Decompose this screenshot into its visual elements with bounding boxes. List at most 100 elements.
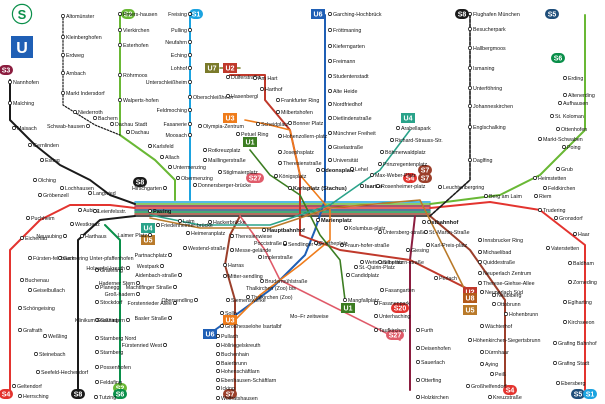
- station-isartor[interactable]: Isartor: [360, 184, 383, 190]
- station-mangfallplatz[interactable]: Mangfallplatz: [343, 298, 380, 304]
- station-partnachplatz[interactable]: Partnachplatz: [135, 253, 172, 259]
- station-ottobrunn[interactable]: Ottobrunn: [492, 302, 521, 308]
- station-markt-indersdorf[interactable]: Markt Indersdorf: [61, 91, 105, 97]
- station-st-koloman[interactable]: St. Koloman: [550, 114, 584, 120]
- station-westendstr[interactable]: Westend-straße: [183, 246, 226, 252]
- station-arnbach[interactable]: Arnbach: [61, 71, 86, 77]
- station-implerstr[interactable]: Implerstraße: [258, 255, 293, 261]
- station-grossfeldenhof[interactable]: Großhelfendorf: [466, 384, 507, 390]
- station-kieferngarten[interactable]: Kieferngarten: [328, 44, 365, 50]
- station-sauerlach[interactable]: Sauerlach: [416, 360, 445, 366]
- station-freising[interactable]: Freising: [168, 12, 192, 18]
- station-stockdorf[interactable]: Stockdorf: [95, 300, 123, 306]
- station-pulling[interactable]: Pulling: [171, 28, 192, 34]
- station-hohenbrunn[interactable]: Hohenbrunn: [504, 312, 538, 318]
- station-holzkirchen[interactable]: Holzkirchen: [416, 395, 449, 401]
- station-allach[interactable]: Allach: [160, 155, 179, 161]
- station-roehrmoos[interactable]: Röhrmoos: [118, 73, 148, 79]
- station-hauptbahnhof[interactable]: Hauptbahnhof: [262, 228, 305, 234]
- station-malching[interactable]: Malching: [8, 101, 34, 107]
- station-poing[interactable]: Poing: [562, 145, 581, 151]
- station-westkreuz[interactable]: Westkreuz: [70, 222, 100, 228]
- station-langwied[interactable]: Langwied: [88, 191, 116, 197]
- station-vaterstetten[interactable]: Vaterstetten: [546, 246, 579, 252]
- station-giselastr[interactable]: Giselastraße: [328, 145, 363, 151]
- station-mittersendling[interactable]: Mitter-sendling: [223, 274, 263, 280]
- station-kleinberghofen[interactable]: Kleinberghofen: [61, 35, 102, 41]
- station-st-martin[interactable]: St.-Martin-Straße: [424, 230, 470, 236]
- station-hackerbruecke[interactable]: Hackerbrücke: [208, 220, 246, 226]
- station-neufahrn[interactable]: Neufahrn: [165, 40, 192, 46]
- station-perlach[interactable]: Perlach: [434, 276, 457, 282]
- station-hirschgarten[interactable]: Hirschgarten: [132, 186, 167, 192]
- station-seefeld[interactable]: Seefeld-Hechendorf: [36, 370, 89, 376]
- station-wessling[interactable]: Weßling: [43, 334, 67, 340]
- station-koenigsplatz[interactable]: Königsplatz: [274, 174, 307, 180]
- station-studentenstadt[interactable]: Studentenstadt: [328, 74, 369, 80]
- station-deisenhofen[interactable]: Deisenhofen: [416, 346, 451, 352]
- station-giesing[interactable]: Giesing: [406, 248, 429, 254]
- station-theresienstr[interactable]: Theresienstraße: [278, 161, 322, 167]
- station-dietlindenstr[interactable]: Dietlindenstraße: [328, 116, 372, 122]
- station-geltendorf[interactable]: Geltendorf: [12, 384, 42, 390]
- station-leienfelsstr[interactable]: Leienfelsstr.: [93, 209, 126, 215]
- station-puchheim[interactable]: Puchheim: [26, 216, 55, 222]
- station-furth[interactable]: Furth: [416, 328, 433, 334]
- station-moosach[interactable]: Moosach: [166, 133, 192, 139]
- station-fasanenpark[interactable]: Fasanenpark: [374, 301, 410, 307]
- station-pasing[interactable]: Pasing: [148, 209, 172, 215]
- station-michaelibad[interactable]: Michaelibad: [478, 250, 511, 256]
- station-wolfratshausen[interactable]: Wolfratshausen: [216, 396, 258, 402]
- station-kolumbusplatz[interactable]: Kolumbus-platz: [344, 226, 386, 232]
- station-hohenzollernplatz[interactable]: Hohenzollern-platz: [278, 134, 328, 140]
- station-niederroth[interactable]: Niederroth: [73, 110, 103, 116]
- station-wachterhof[interactable]: Wächterhof: [480, 324, 513, 330]
- station-richard-strauss[interactable]: Richard-Strauss-Str.: [390, 138, 443, 144]
- station-feldkirchen[interactable]: Feldkirchen: [543, 186, 575, 192]
- station-olympia-zentrum[interactable]: Olympia-Zentrum: [198, 124, 244, 130]
- station-dennerberger[interactable]: Donnersberger-brücke: [193, 183, 251, 189]
- station-boehmerwaldplatz[interactable]: Böhmerwaldplatz: [380, 150, 426, 156]
- station-fuerstenfeldbruck[interactable]: Fürsten-feldbruck: [28, 256, 75, 262]
- station-dachau[interactable]: Dachau: [126, 130, 149, 136]
- station-marienplatz[interactable]: Marienplatz: [316, 218, 352, 224]
- station-baierbrunn[interactable]: Baierbrunn: [216, 361, 247, 367]
- station-grub[interactable]: Grub: [556, 167, 573, 173]
- station-grafing-stadt[interactable]: Grafing Stadt: [553, 361, 590, 367]
- station-tutzing[interactable]: Tutzing: [94, 395, 116, 401]
- station-rosenheimer-platz[interactable]: Rosenheimer-platz: [376, 184, 426, 190]
- station-haar[interactable]: Haar: [573, 232, 590, 238]
- station-westpark[interactable]: Westpark: [137, 264, 164, 270]
- station-markt-schwaben[interactable]: Markt-Schwaben: [538, 137, 583, 143]
- station-hohenschaeftlarn[interactable]: Hohenschäftlarn: [216, 369, 260, 375]
- station-klinikum[interactable]: Klinikum Großhadern: [75, 318, 130, 324]
- station-kirchseeon[interactable]: Kirchseeon: [563, 320, 595, 326]
- station-quiddestr[interactable]: Quiddestraße: [478, 260, 515, 266]
- station-leuchtenbergring[interactable]: Leuchtenbergring: [438, 185, 484, 191]
- station-heimeranplatz[interactable]: Heimeranplatz: [186, 231, 226, 237]
- station-odeonsplatz[interactable]: Odeonsplatz: [316, 168, 355, 174]
- station-oberschleissheim[interactable]: Oberschleißheim: [188, 95, 234, 101]
- station-dachau-stadt[interactable]: Dachau Stadt: [110, 122, 148, 128]
- station-aufhausen[interactable]: Aufhausen: [558, 101, 588, 107]
- station-esterhofen[interactable]: Esterhofen: [118, 43, 149, 49]
- station-altenerding[interactable]: Altenerding: [563, 93, 595, 99]
- station-lehel[interactable]: Lehel: [350, 167, 368, 173]
- station-aying[interactable]: Aying: [480, 362, 498, 368]
- station-arabellapark[interactable]: Arabellapark: [396, 126, 431, 132]
- station-heimstetten[interactable]: Heimstetten: [533, 176, 566, 182]
- station-gernlinden[interactable]: Gernlinden: [28, 143, 59, 149]
- station-eching[interactable]: Eching: [171, 53, 192, 59]
- station-fasangarten[interactable]: Fasangarten: [380, 288, 415, 294]
- station-lohhof[interactable]: Lohhof: [171, 66, 192, 72]
- station-hallbergmoos[interactable]: Hallbergmoos: [468, 46, 506, 52]
- station-steinebach[interactable]: Steinebach: [34, 352, 66, 358]
- station-feldmoching[interactable]: Feldmoching: [157, 108, 192, 114]
- station-buchenhain[interactable]: Buchenhain: [216, 352, 249, 358]
- station-possenhofen[interactable]: Possenhofen: [95, 365, 131, 371]
- station-karl-preis[interactable]: Karl-Preis-platz: [426, 243, 468, 249]
- station-st-quirin[interactable]: St.-Quirin-Platz: [354, 265, 395, 271]
- station-josephsplatz[interactable]: Josephsplatz: [278, 150, 314, 156]
- station-freimann[interactable]: Freimann: [328, 59, 355, 65]
- station-aubing[interactable]: Aubing: [78, 208, 100, 214]
